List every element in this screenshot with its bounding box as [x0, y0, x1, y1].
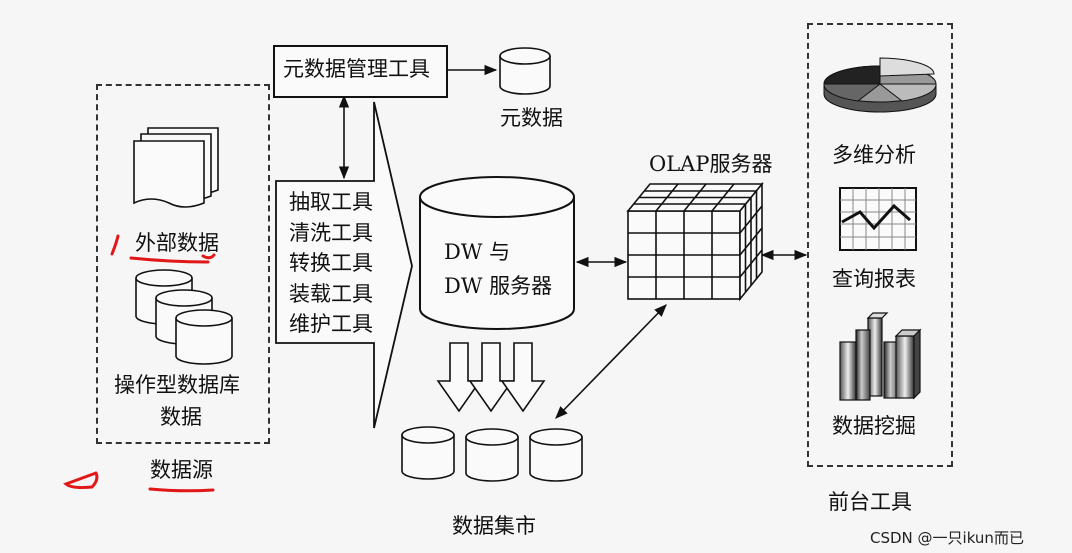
- etl-tools-list: 抽取工具 清洗工具 转换工具 装载工具 维护工具: [289, 187, 373, 340]
- metadata-tool-label: 元数据管理工具: [283, 57, 430, 81]
- operational-db-label: 操作型数据库: [114, 373, 240, 397]
- dw-to-marts-arrows: [436, 342, 546, 413]
- etl-tool-item: 装载工具: [289, 281, 373, 306]
- etl-tool-item: 清洗工具: [289, 220, 373, 245]
- data-sources-caption: 数据源: [150, 458, 213, 482]
- front-tools-caption: 前台工具: [828, 490, 912, 514]
- arrow-marts-olap: [555, 304, 667, 419]
- etl-tool-item: 转换工具: [289, 251, 373, 275]
- line-chart-icon: [839, 187, 917, 251]
- metadata-label: 元数据: [500, 106, 563, 130]
- external-data-pages-icon: [133, 127, 219, 208]
- data-sources-dashed-box: [96, 84, 270, 444]
- dw-label-line1: DW 与: [444, 240, 511, 264]
- dw-label-line2: DW 服务器: [444, 274, 553, 298]
- etl-chevron-shape: [275, 101, 413, 429]
- pie-chart-icon: [823, 57, 937, 113]
- csdn-watermark: CSDN @一只ikun而已: [870, 529, 1024, 547]
- etl-tool-item: 维护工具: [289, 312, 373, 336]
- olap-server-label: OLAP服务器: [649, 152, 773, 176]
- external-data-label: 外部数据: [135, 231, 219, 255]
- olap-cube-icon: [626, 181, 764, 302]
- operational-data-label: 数据: [160, 405, 202, 429]
- front-tool-multidim-label: 多维分析: [832, 143, 916, 167]
- data-mining-bars-icon: [839, 312, 922, 401]
- data-mart-cylinders: [401, 426, 583, 482]
- front-tool-data-mining-label: 数据挖掘: [832, 414, 916, 438]
- front-tool-query-report-label: 查询报表: [832, 267, 916, 291]
- red-annotation-marks: [63, 234, 216, 493]
- operational-db-cylinders-icon: [135, 269, 233, 365]
- etl-tool-item: 抽取工具: [289, 190, 373, 214]
- data-marts-label: 数据集市: [452, 514, 536, 538]
- metadata-cylinder-icon: [499, 47, 551, 95]
- front-tools-dashed-box: [807, 23, 953, 467]
- metadata-tool-box: [273, 45, 448, 98]
